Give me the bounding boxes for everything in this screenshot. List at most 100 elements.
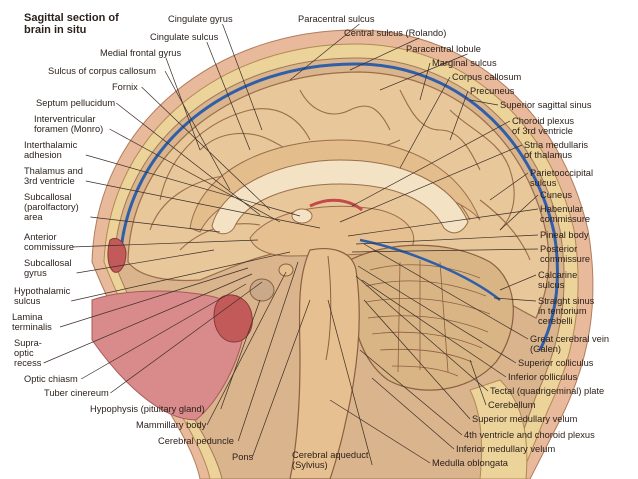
brainstem-shape	[289, 248, 360, 479]
label-marginal-sulcus: Marginal sulcus	[432, 58, 497, 68]
leader-tectal-plate	[355, 275, 489, 392]
label-superior-colliculus: Superior colliculus	[518, 358, 594, 368]
leader-lines	[43, 23, 539, 466]
leader-tuber-cinereum	[110, 281, 263, 394]
leader-straight-sinus	[493, 297, 537, 302]
label-choroid-plexus: Choroid plexus of 3rd ventricle	[512, 116, 575, 136]
label-precuneus: Precuneus	[470, 86, 515, 96]
leader-supraoptic-recess	[43, 273, 253, 364]
label-anterior-commissure: Anterior commissure	[24, 232, 75, 252]
leader-paracentral-lobule	[379, 53, 468, 91]
superior-sagittal-sinus-vessel	[118, 62, 559, 351]
label-corpus-callosum: Corpus callosum	[452, 72, 522, 82]
leader-anterior-commissure	[71, 239, 259, 248]
frontal-sinus	[107, 238, 127, 273]
label-straight-sinus: Straight sinus in tentorium cerebelli	[538, 296, 595, 326]
leader-inferior-medullary-velum	[371, 377, 455, 450]
label-great-cerebral-vein: Great cerebral vein (Galen)	[530, 334, 610, 354]
leader-septum-pellucidum	[115, 102, 261, 216]
straight-sinus-vessel	[359, 238, 501, 301]
label-cingulate-sulcus: Cingulate sulcus	[150, 32, 219, 42]
sphenoid-sinus	[213, 294, 253, 343]
label-medulla-oblongata: Medulla oblongata	[432, 458, 508, 468]
leader-habenular-commissure	[347, 208, 539, 237]
label-hypothalamic-sulcus: Hypothalamic sulcus	[14, 286, 71, 306]
label-mammillary-body: Mammillary body	[136, 420, 207, 430]
leader-medulla-oblongata	[329, 399, 431, 464]
label-tuber-cinereum: Tuber cinereum	[44, 388, 109, 398]
leader-choroid-plexus	[351, 120, 511, 207]
leader-precuneus	[449, 90, 469, 141]
label-paracentral-sulcus: Paracentral sulcus	[298, 14, 375, 24]
leader-great-cerebral-vein	[363, 243, 529, 340]
label-interventricular-foramen: Interventricular foramen (Monro)	[34, 114, 104, 134]
label-calcarine-sulcus: Calcarine sulcus	[538, 270, 578, 290]
leader-pons	[252, 299, 311, 458]
corpus-callosum-shape	[211, 159, 469, 235]
label-posterior-commissure: Posterior commissure	[540, 244, 591, 264]
label-cerebral-peduncle: Cerebral peduncle	[158, 436, 234, 446]
leader-corpus-callosum	[399, 76, 451, 169]
occipital-bone	[469, 379, 528, 479]
label-cerebral-aqueduct: Cerebral aqueduct (Sylvius)	[292, 450, 369, 470]
leader-cingulate-sulcus	[206, 41, 251, 151]
leader-posterior-commissure	[351, 248, 539, 253]
label-sulcus-of-corpus-callosum: Sulcus of corpus callosum	[48, 66, 156, 76]
label-cerebellum: Cerebellum	[488, 400, 536, 410]
leader-paracentral-sulcus	[289, 23, 360, 81]
leader-central-sulcus	[349, 37, 420, 71]
label-pineal-body: Pineal body	[540, 230, 589, 240]
label-inferior-colliculus: Inferior colliculus	[508, 372, 578, 382]
label-hypophysis: Hypophysis (pituitary gland)	[90, 404, 205, 414]
leader-stria-medullaris	[339, 144, 523, 223]
leader-cerebral-peduncle	[237, 261, 299, 442]
leader-superior-colliculus	[357, 265, 517, 364]
pituitary-shape	[249, 278, 275, 302]
leader-lamina-terminalis	[59, 267, 249, 328]
leader-fornix	[141, 86, 271, 211]
label-stria-medullaris: Stria medullaris of thalamus	[524, 140, 589, 160]
label-central-sulcus: Central sulcus (Rolando)	[344, 28, 447, 38]
label-subcallosal-gyrus: Subcallosal gyrus	[24, 258, 72, 278]
label-fornix: Fornix	[112, 82, 138, 92]
leader-marginal-sulcus	[419, 62, 431, 101]
leader-cingulate-gyrus	[222, 23, 263, 131]
leader-thalamus-3rd-ventricle	[85, 180, 321, 229]
label-superior-medullary-velum: Superior medullary velum	[472, 414, 578, 424]
diagram-title: Sagittal section of brain in situ	[24, 12, 119, 36]
label-tectal-plate: Tectal (quadrigeminal) plate	[490, 386, 605, 396]
leader-subcallosal-gyrus	[76, 249, 215, 274]
label-cingulate-gyrus: Cingulate gyrus	[168, 14, 233, 24]
label-subcallosal-area: Subcallosal (parolfactory) area	[24, 192, 79, 222]
interthalamic-adhesion-shape	[291, 208, 313, 224]
mammillary-shape	[278, 263, 294, 277]
label-paracentral-lobule: Paracentral lobule	[406, 44, 481, 54]
label-supraoptic-recess: Supra- optic recess	[14, 338, 42, 368]
leader-mammillary-body	[206, 271, 287, 426]
label-cuneus: Cuneus	[540, 190, 573, 200]
leader-hypophysis	[220, 299, 261, 410]
leader-calcarine-sulcus	[499, 274, 537, 291]
leader-subcallosal-area	[90, 216, 221, 233]
label-thalamus-3rd-ventricle: Thalamus and 3rd ventricle	[24, 166, 83, 186]
leader-interthalamic-adhesion	[85, 154, 301, 217]
label-habenular-commissure: Habenular commissure	[540, 204, 591, 224]
label-parietooccipital-sulcus: Parietooccipital sulcus	[530, 168, 594, 188]
leader-hypothalamic-sulcus	[71, 251, 291, 302]
label-medial-frontal-gyrus: Medial frontal gyrus	[100, 48, 182, 58]
leader-cerebral-aqueduct	[327, 299, 373, 466]
label-septum-pellucidum: Septum pellucidum	[36, 98, 116, 108]
label-superior-sagittal-sinus: Superior sagittal sinus	[500, 100, 592, 110]
leader-superior-medullary-velum	[363, 299, 471, 420]
leader-sulcus-of-corpus-callosum	[164, 70, 231, 191]
label-interthalamic-adhesion: Interthalamic adhesion	[24, 140, 78, 160]
leader-inferior-colliculus	[361, 279, 507, 378]
label-pons: Pons	[232, 452, 254, 462]
label-optic-chiasm: Optic chiasm	[24, 374, 78, 384]
leader-pineal-body	[355, 234, 539, 245]
leader-optic-chiasm	[81, 283, 247, 380]
label-inferior-medullary-velum: Inferior medullary velum	[456, 444, 556, 454]
label-fourth-ventricle: 4th ventricle and choroid plexus	[464, 430, 595, 440]
